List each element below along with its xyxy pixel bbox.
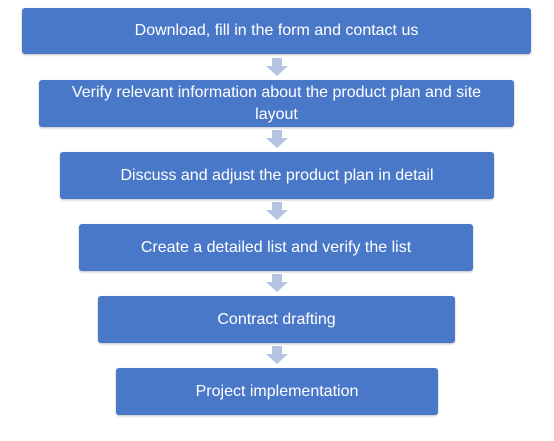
down-arrow-icon (266, 274, 288, 292)
step-box-4: Create a detailed list and verify the li… (79, 224, 473, 271)
step-label-3: Discuss and adjust the product plan in d… (120, 166, 434, 184)
step-label-4: Create a detailed list and verify the li… (140, 238, 412, 256)
step-box-3: Discuss and adjust the product plan in d… (60, 152, 494, 199)
down-arrow-icon (266, 58, 288, 76)
step-box-6: Project implementation (116, 368, 438, 415)
down-arrow-icon (266, 202, 288, 220)
step-box-2: Verify relevant information about the pr… (39, 80, 514, 127)
step-box-1: Download, fill in the form and contact u… (22, 8, 531, 54)
down-arrow-icon (266, 346, 288, 364)
step-label-2: Verify relevant information about the pr… (71, 83, 482, 123)
step-label-6: Project implementation (195, 382, 359, 400)
down-arrow-icon (266, 130, 288, 148)
step-label-5: Contract drafting (217, 310, 336, 328)
step-label-1: Download, fill in the form and contact u… (134, 22, 419, 39)
step-box-5: Contract drafting (98, 296, 455, 343)
